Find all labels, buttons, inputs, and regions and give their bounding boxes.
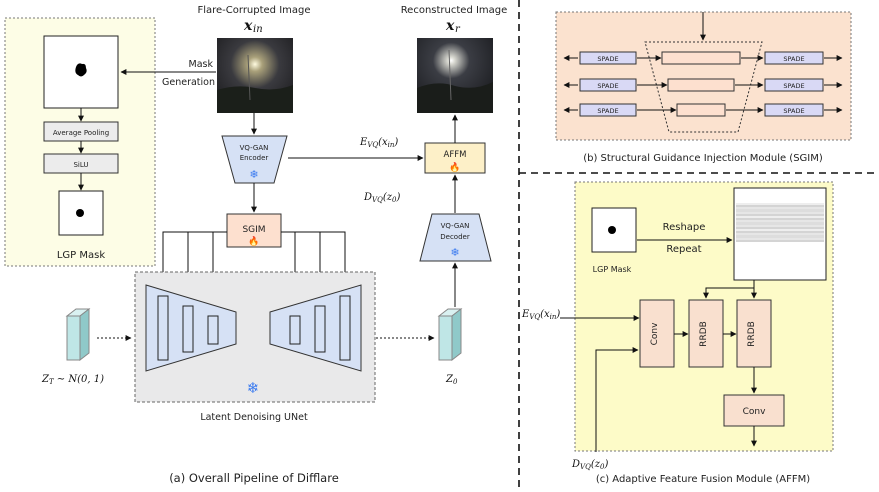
flame-icon: 🔥 xyxy=(449,161,460,173)
latent-z0 xyxy=(437,307,463,362)
silu-label: SiLU xyxy=(73,161,88,169)
snowflake-icon: ❄ xyxy=(450,246,459,259)
output-sub: r xyxy=(455,24,461,35)
affm-conv-2 xyxy=(723,394,785,427)
input-title: Flare-Corrupted Image xyxy=(197,5,310,16)
input-sub: in xyxy=(253,24,263,35)
e-vq-label-a: EVQ(xin) xyxy=(359,137,398,149)
affm-conv-1 xyxy=(639,299,675,368)
flare-image-ground xyxy=(217,85,293,113)
vq-decoder xyxy=(419,213,492,262)
repeat-label: Repeat xyxy=(666,244,701,255)
z0-label: Z0 xyxy=(445,374,458,386)
affm-rrdb-2 xyxy=(736,299,772,368)
sgim-detail-trapezoid xyxy=(644,41,763,133)
sgim-layer-3 xyxy=(676,103,726,117)
spade-connections xyxy=(563,55,843,113)
affm-box xyxy=(424,142,486,174)
flame-icon: 🔥 xyxy=(248,235,259,247)
spade-label: SPADE xyxy=(783,107,804,115)
snowflake-icon: ❄ xyxy=(249,168,258,181)
e-vq-label-c: EVQ(xin) xyxy=(521,309,560,321)
repeated-mask-stripes xyxy=(736,203,824,242)
caption-a: (a) Overall Pipeline of Difflare xyxy=(169,471,339,485)
lgp-mask-image xyxy=(58,190,104,236)
encoder-line2: Encoder xyxy=(240,154,269,162)
caption-c: (c) Adaptive Feature Fusion Module (AFFM… xyxy=(596,474,810,485)
affm-rrdb-1 xyxy=(688,299,724,368)
spade-label: SPADE xyxy=(597,107,618,115)
decoder-line2: Decoder xyxy=(440,233,470,241)
reconstructed-image-lamppost xyxy=(448,49,452,101)
affm-lgp-mask-label: LGP Mask xyxy=(593,265,632,274)
conv-label: Conv xyxy=(743,407,766,417)
rrdb-label: RRDB xyxy=(747,321,757,347)
unet-blocks xyxy=(157,295,351,361)
affm-lgp-mask-dot xyxy=(608,226,616,234)
spade-label: SPADE xyxy=(597,82,618,90)
sgim-label: SGIM xyxy=(242,225,265,235)
spade-label: SPADE xyxy=(783,82,804,90)
rrdb-label: RRDB xyxy=(699,321,709,347)
flare-image-lamppost xyxy=(247,54,251,101)
reshape-label: Reshape xyxy=(663,222,706,233)
spade-label: SPADE xyxy=(597,55,618,63)
encoder-line1: VQ-GAN xyxy=(240,144,269,152)
caption-b: (b) Structural Guidance Injection Module… xyxy=(583,153,823,164)
reconstructed-image-ground xyxy=(417,82,493,113)
affm-label: AFFM xyxy=(444,150,467,160)
latent-zt xyxy=(65,307,91,362)
zt-label: ZT ∼ N(0, 1) xyxy=(41,374,104,386)
d-vq-label-c: DVQ(z0) xyxy=(571,459,608,471)
sgim-layer-1 xyxy=(661,51,741,65)
decoder-line1: VQ-GAN xyxy=(441,222,470,230)
mask-gen-line1: Mask xyxy=(189,59,214,70)
mask-blob xyxy=(75,63,87,77)
unet-label: Latent Denoising UNet xyxy=(200,412,308,423)
snowflake-icon: ❄ xyxy=(247,379,260,397)
sgim-layer-2 xyxy=(667,78,735,92)
vq-encoder xyxy=(221,135,288,184)
output-symbol: x xyxy=(445,18,455,34)
avg-pool-label: Average Pooling xyxy=(53,129,109,137)
output-title: Reconstructed Image xyxy=(401,5,508,16)
sgim-box xyxy=(226,213,282,248)
lgp-mask-dot xyxy=(76,209,84,217)
spade-blocks xyxy=(579,51,824,117)
mask-gen-line2: Generation xyxy=(162,77,215,88)
input-symbol: x xyxy=(243,18,253,34)
d-vq-label-a: DVQ(z0) xyxy=(363,192,400,204)
spade-label: SPADE xyxy=(783,55,804,63)
lgp-mask-label: LGP Mask xyxy=(57,250,105,261)
conv-label: Conv xyxy=(650,322,660,345)
arrow-dvq-conv xyxy=(595,347,639,452)
